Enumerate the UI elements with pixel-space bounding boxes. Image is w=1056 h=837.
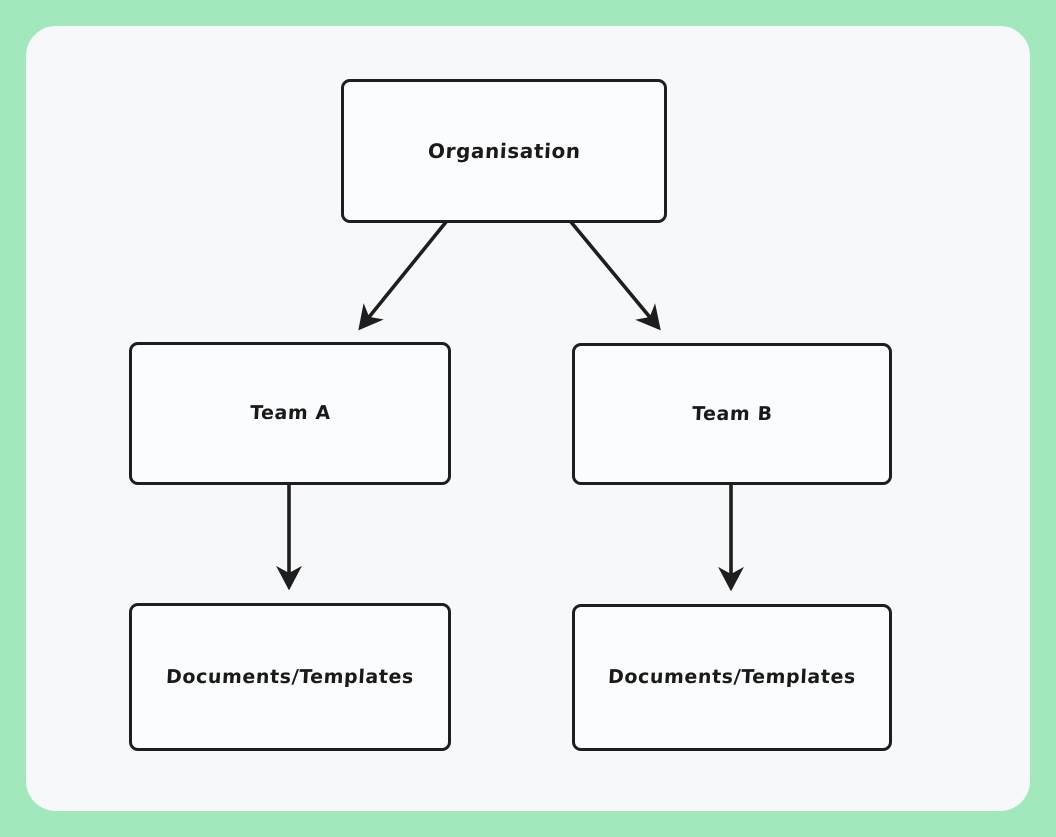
node-documents-templates-a-label: Documents/Templates: [165, 665, 415, 688]
node-team-b-label: Team B: [691, 402, 773, 425]
node-team-a-label: Team A: [249, 402, 332, 425]
node-documents-templates-b[interactable]: Documents/Templates: [572, 604, 892, 751]
node-organisation[interactable]: Organisation: [341, 79, 667, 223]
node-team-a[interactable]: Team A: [129, 342, 451, 485]
node-team-b[interactable]: Team B: [572, 343, 892, 485]
edge-organisation-to-team-a: [358, 220, 448, 331]
node-documents-templates-b-label: Documents/Templates: [607, 666, 857, 689]
edge-organisation-to-team-b: [569, 220, 661, 331]
node-organisation-label: Organisation: [426, 139, 582, 163]
node-documents-templates-a[interactable]: Documents/Templates: [129, 603, 451, 751]
